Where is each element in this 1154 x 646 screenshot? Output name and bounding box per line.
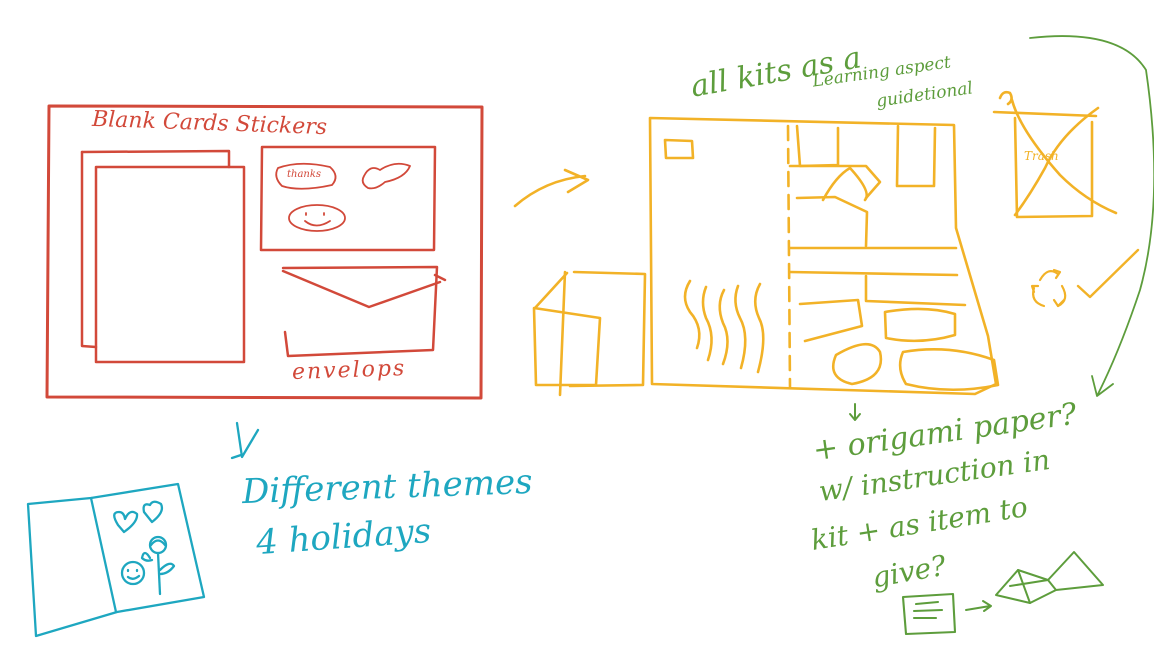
arrow-icon xyxy=(849,403,861,421)
blank-cards xyxy=(80,149,246,364)
arrow-icon xyxy=(513,168,590,208)
paper-crane-icon xyxy=(995,551,1104,604)
trash-can xyxy=(992,90,1118,219)
envelope-label: envelops xyxy=(291,356,407,385)
heart-icon xyxy=(113,510,139,534)
arrow-icon xyxy=(230,421,260,460)
recycle-icon xyxy=(1030,268,1067,308)
smiley-icon xyxy=(120,560,146,586)
heart-icon xyxy=(361,162,411,190)
heart-icon xyxy=(142,500,164,524)
themes-line-1: Different themes xyxy=(241,461,534,513)
sticker-sheet xyxy=(259,145,437,252)
arrow-icon xyxy=(1029,35,1154,397)
instruction-sheet-icon xyxy=(901,592,957,636)
flower-icon xyxy=(140,535,176,596)
trash-label: Trash xyxy=(1024,149,1059,163)
arrow-icon xyxy=(965,600,992,612)
sticker-text: thanks xyxy=(287,169,322,180)
holiday-card xyxy=(26,482,206,638)
sticker-sheet-sketch xyxy=(532,116,1000,397)
kit-box xyxy=(45,104,484,400)
smiley-icon xyxy=(288,204,346,232)
envelope xyxy=(281,265,447,358)
checkmark-icon xyxy=(1076,248,1140,299)
